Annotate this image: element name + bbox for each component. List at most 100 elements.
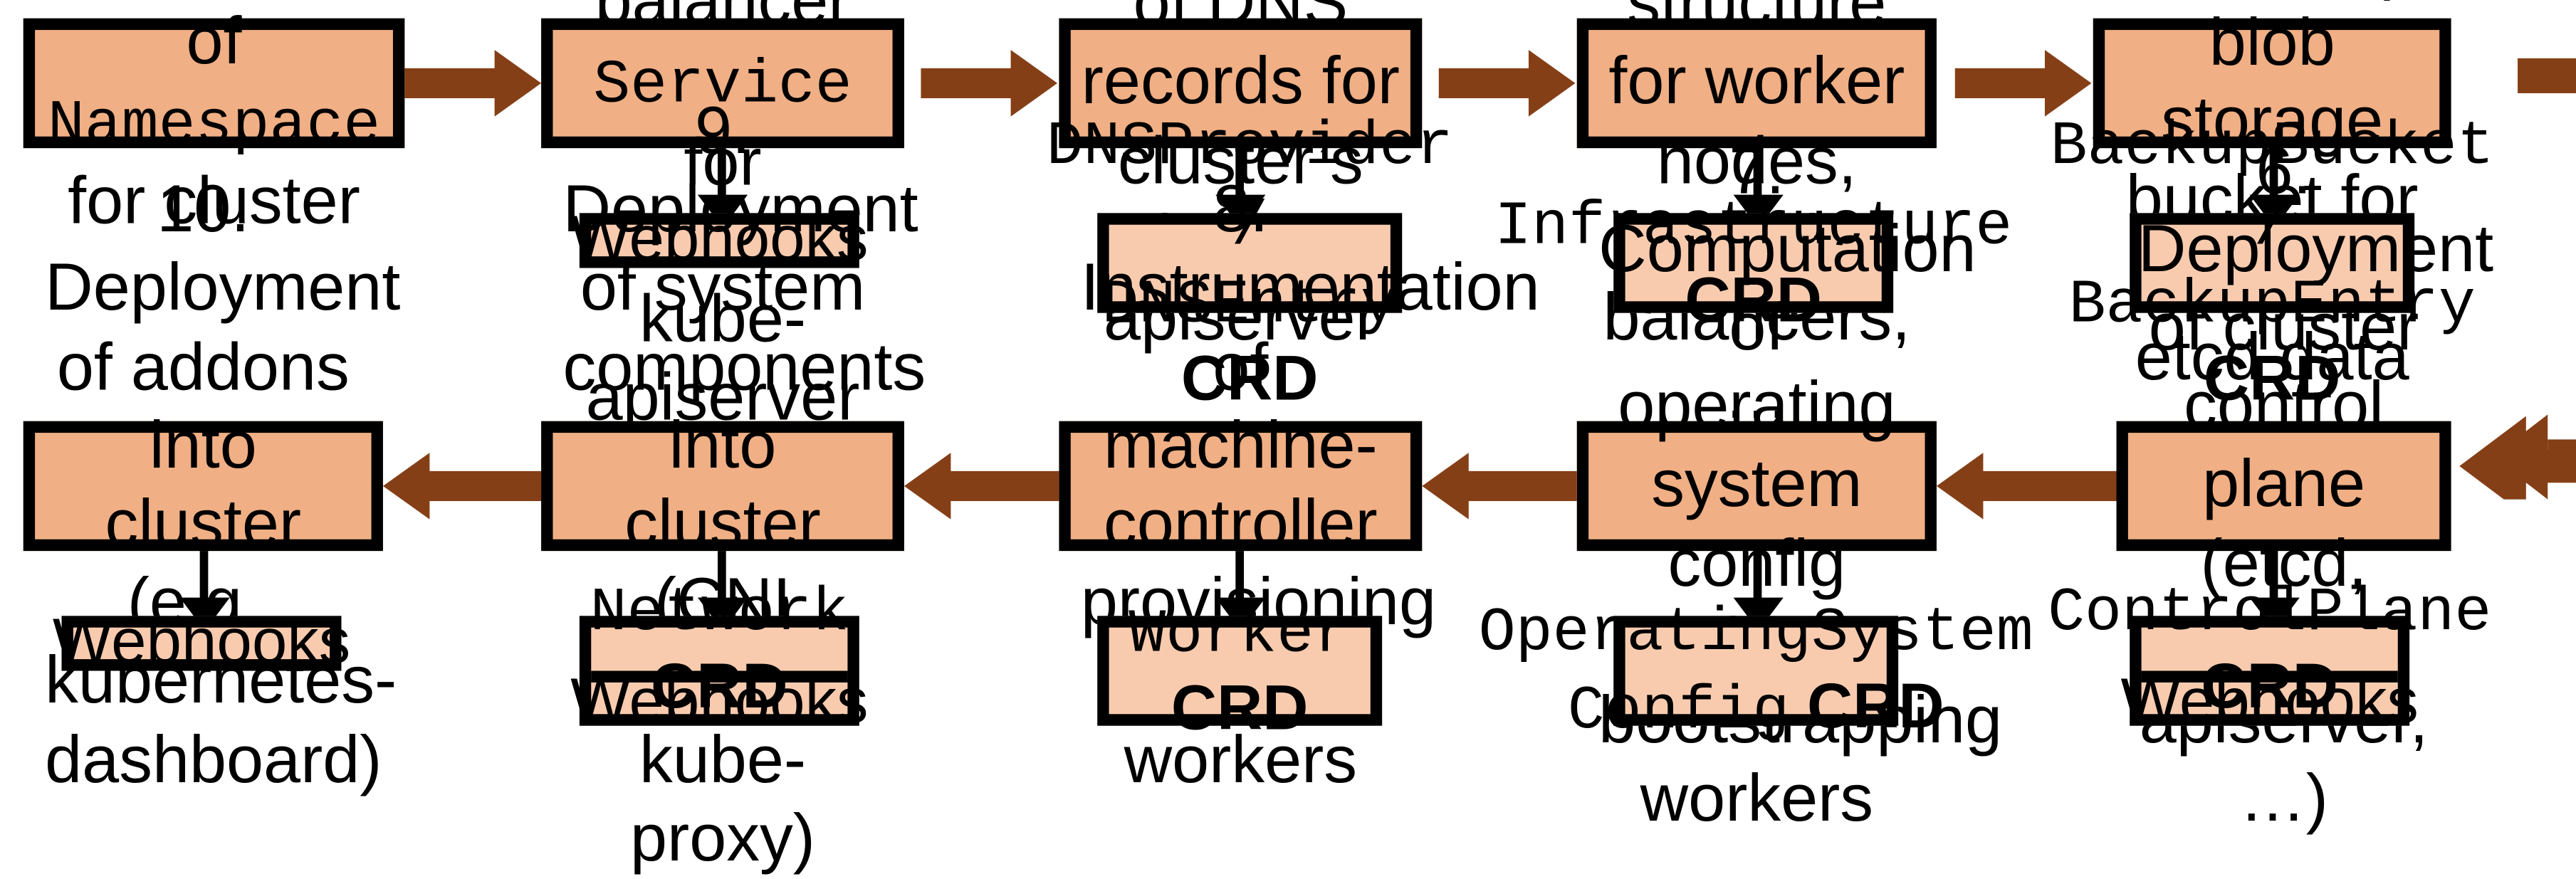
text-line: 3. Creation of DNS (1081, 0, 1400, 44)
text-run: CRD (2203, 344, 2341, 416)
text-line: Namespace (45, 81, 383, 164)
text-run: balancer (595, 0, 851, 38)
arrow-8-to-9 (904, 453, 1059, 520)
text-line: Webhooks (570, 203, 868, 279)
artifact-step6-webhooks[interactable]: Webhooks (2121, 668, 2419, 737)
text-line: for cluster (45, 164, 383, 242)
text-line: 8. Instrumentation of (1081, 172, 1540, 407)
text-line: Webhooks (2121, 666, 2419, 742)
artifact-step9-network-crd[interactable]: Network CRD (590, 579, 849, 722)
step-box-4[interactable]: 4. Preparation of infra-structure for wo… (1576, 0, 1937, 433)
arrow-4-to-5 (1954, 50, 2092, 117)
artifact-step5-backup-crd[interactable]: BackupBucket /BackupEntry CRD (2051, 113, 2494, 415)
text-run: CRD (1685, 265, 1822, 337)
artifact-step6-controlplane-crd[interactable]: ControlPlane CRD (2048, 579, 2491, 722)
text-run: Namespace (47, 91, 381, 162)
text-run: BackupEntry (2068, 270, 2476, 342)
artifact-step9-network-crd-label: Network CRD (590, 572, 849, 726)
text-line: DNSEntry CRD (1047, 265, 1453, 419)
artifact-step9-webhooks-label: Webhooks (570, 666, 868, 742)
connector-step3-crd (1235, 148, 1245, 204)
text-run: DNSEntry (1101, 270, 1398, 342)
arrow-5-to-6-body (2451, 58, 2576, 500)
text-line: 7. Computation of (1598, 132, 1976, 368)
text-run: Worker (1129, 600, 1351, 670)
text-line: machine-controller (1081, 408, 1400, 565)
text-run: for cluster (68, 165, 360, 239)
text-line: Webhooks (570, 666, 868, 742)
text-run: control plane (etcd, (2184, 369, 2384, 601)
text-run: 1. Creation of (186, 4, 242, 78)
text-run: 6. Deployment of cluster (2137, 134, 2494, 365)
text-run: ControlPlane (2048, 578, 2492, 648)
text-run: CRD (1171, 673, 1309, 744)
text-line: Config CRD (1479, 671, 2033, 750)
text-run: DNSProvider / (1046, 113, 1453, 263)
text-run: Webhooks (570, 204, 869, 275)
arrow-6-to-7 (1936, 453, 2117, 520)
text-line: ControlPlane CRD (2048, 572, 2491, 726)
text-run: Webhooks (52, 606, 351, 678)
artifact-step2-webhooks-label: Webhooks (570, 203, 868, 279)
artifact-step2-webhooks[interactable]: Webhooks (570, 204, 868, 274)
artifact-step3-dns-crd-label: DNSProvider /DNSEntry CRD (1047, 107, 1453, 419)
artifact-step6-stack[interactable]: ControlPlane CRD Webhooks (2048, 579, 2491, 738)
text-line: 1. Creation of (45, 0, 383, 81)
connector-step5-crd (2269, 148, 2278, 204)
arrow-2-to-3 (921, 50, 1058, 117)
text-run: 3. Creation of DNS (1133, 0, 1349, 41)
connector-step9-artifacts (717, 551, 726, 606)
artifact-step6-webhooks-label: Webhooks (2121, 666, 2419, 742)
text-run: 5. Preparation of backup (2115, 0, 2459, 1)
artifact-step10-webhooks[interactable]: Webhooks (53, 607, 350, 677)
text-run: machine-controller (1103, 409, 1378, 562)
arrow-1-to-2 (404, 50, 542, 117)
connector-step4-crd (1753, 148, 1762, 204)
text-line: 9. Deployment of system (562, 93, 918, 329)
artifact-step6-controlplane-crd-label: ControlPlane CRD (2048, 572, 2491, 726)
text-run: Infrastructure (1494, 192, 2013, 263)
text-run: 10. Deployment of addons (45, 173, 401, 404)
text-run: 8. Instrumentation of (1080, 173, 1540, 404)
text-run: 9. Deployment of system (562, 95, 918, 326)
artifact-step5-backup-crd-label: BackupBucket /BackupEntry CRD (2051, 107, 2494, 419)
text-line: Network CRD (590, 572, 849, 726)
connector-step10-webhooks (199, 551, 209, 606)
artifact-step9-webhooks[interactable]: Webhooks (570, 668, 868, 737)
arrow-7-to-8 (1422, 453, 1577, 520)
text-line: DNSProvider / (1047, 107, 1453, 265)
artifact-step3-dns-crd[interactable]: DNSProvider /DNSEntry CRD (1047, 113, 1453, 415)
text-line: components into cluster (562, 329, 926, 564)
text-run: Config (1567, 677, 1790, 748)
connector-step2-webhooks (717, 148, 726, 204)
artifact-step10-webhooks-label: Webhooks (53, 606, 350, 682)
artifact-step9-stack[interactable]: Network CRD Webhooks (570, 579, 868, 738)
text-line: Webhooks (53, 606, 350, 682)
text-line: BackupBucket / (2051, 107, 2494, 265)
text-run: Network (590, 578, 849, 648)
text-line: Infrastructure (1494, 186, 2012, 265)
text-run: Service (593, 51, 852, 122)
text-line: 10. Deployment of addons (45, 172, 400, 407)
text-line: control plane (etcd, (2138, 368, 2429, 604)
text-line: Worker (1129, 594, 1351, 673)
arrow-3-to-4 (1438, 50, 1576, 117)
text-line: CRD (1494, 265, 2012, 341)
text-run: CRD (1180, 344, 1319, 416)
